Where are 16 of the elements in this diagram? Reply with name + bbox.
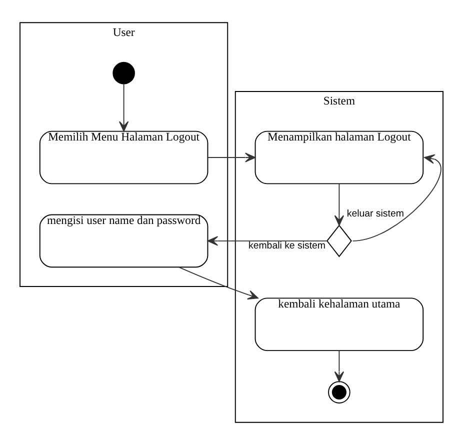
node-circle — [112, 62, 135, 84]
arrow — [334, 350, 344, 382]
edge-label: kembali ke sistem — [248, 240, 326, 252]
arrow — [178, 266, 258, 300]
node-box: mengisi user name dan password — [39, 214, 208, 268]
edge-label: keluar sistem — [346, 208, 404, 220]
arrow — [207, 152, 256, 162]
arrow — [118, 83, 129, 132]
node-box: Memilih Menu Halaman Logout — [39, 130, 208, 184]
arrow — [207, 236, 328, 246]
node-circle — [328, 381, 350, 404]
node-box: Menampilkan halaman Logout — [254, 130, 424, 184]
node-diamond — [326, 224, 352, 258]
node-box: kembali kehalaman utama — [254, 298, 424, 352]
arrow — [334, 183, 344, 226]
arrow — [352, 154, 442, 242]
